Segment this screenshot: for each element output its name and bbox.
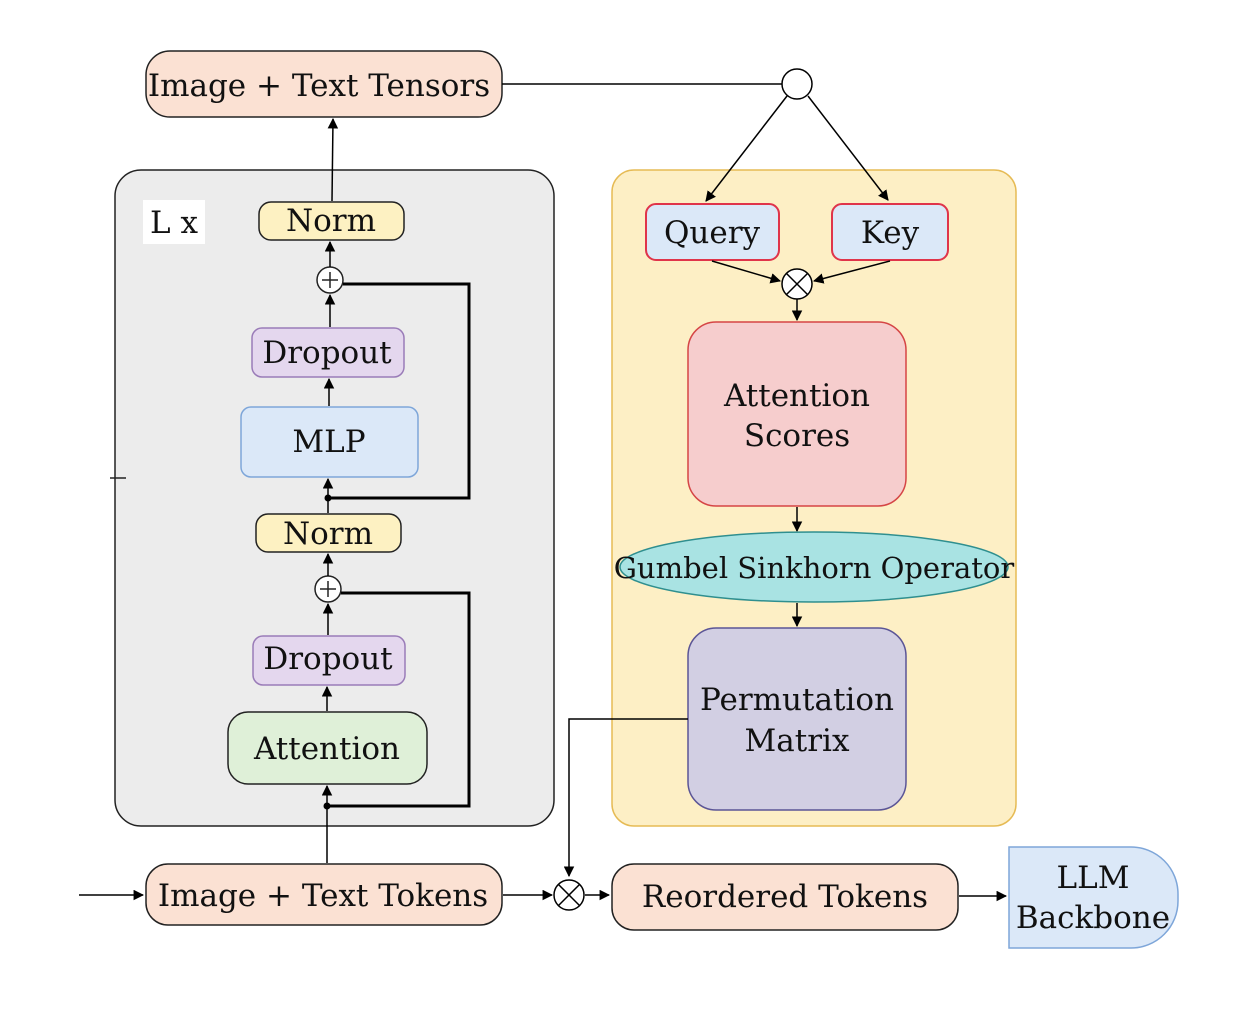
query-label: Query — [664, 215, 761, 251]
llm-backbone-shape — [1008, 846, 1179, 949]
llm-backbone-label-2: Backbone — [1016, 900, 1170, 936]
llm-backbone-label-1: LLM — [1057, 860, 1130, 896]
split-node — [781, 68, 813, 100]
mlp-box — [240, 406, 419, 478]
gumbel-sinkhorn-ellipse — [619, 531, 1009, 603]
attention-box — [227, 711, 428, 785]
lx-label-bg — [143, 200, 205, 244]
residual-top — [328, 282, 471, 500]
lx-label: L x — [150, 205, 198, 241]
multiply-qk-x2 — [785, 272, 809, 296]
arrow-query-to-mult — [711, 260, 782, 284]
dropout-top-label: Dropout — [262, 335, 392, 371]
attention-label: Attention — [253, 731, 400, 767]
attention-scores-label-1: Attention — [723, 378, 870, 414]
reordered-tokens-box — [611, 863, 959, 931]
residual-top-dot — [324, 494, 332, 502]
multiply-perm-x2 — [557, 883, 581, 907]
reordered-tokens-label: Reordered Tokens — [642, 879, 928, 915]
attention-scores-box — [687, 321, 907, 507]
arrow-split-to-query — [705, 95, 788, 202]
key-box — [831, 203, 949, 261]
dropout-top-box — [251, 327, 405, 378]
permutation-matrix-box — [687, 627, 907, 811]
attention-scores-label-2: Scores — [744, 418, 850, 454]
line-permutation-to-mult — [563, 718, 688, 878]
residual-bottom-dot — [323, 802, 331, 810]
dropout-bottom-label: Dropout — [263, 641, 393, 677]
norm-top-label: Norm — [286, 203, 376, 239]
image-text-tokens-label: Image + Text Tokens — [158, 878, 488, 914]
permutation-label-2: Matrix — [745, 723, 850, 759]
residual-bottom — [327, 591, 471, 808]
norm-top-box — [258, 201, 405, 241]
image-text-tokens-box — [145, 863, 503, 926]
norm-mid-label: Norm — [283, 516, 373, 552]
arrow-split-to-key — [807, 95, 889, 201]
query-box — [645, 203, 780, 261]
arrow-norm-to-tensors — [327, 117, 339, 202]
mlp-label: MLP — [292, 424, 365, 460]
dropout-bottom-box — [252, 635, 406, 686]
image-text-tensors-label: Image + Text Tensors — [148, 68, 490, 104]
norm-mid-box — [255, 513, 402, 553]
key-label: Key — [861, 215, 920, 251]
gumbel-sinkhorn-label: Gumbel Sinkhorn Operator — [614, 551, 1015, 585]
arrow-key-to-mult — [812, 260, 891, 284]
permutation-label-1: Permutation — [700, 682, 894, 718]
